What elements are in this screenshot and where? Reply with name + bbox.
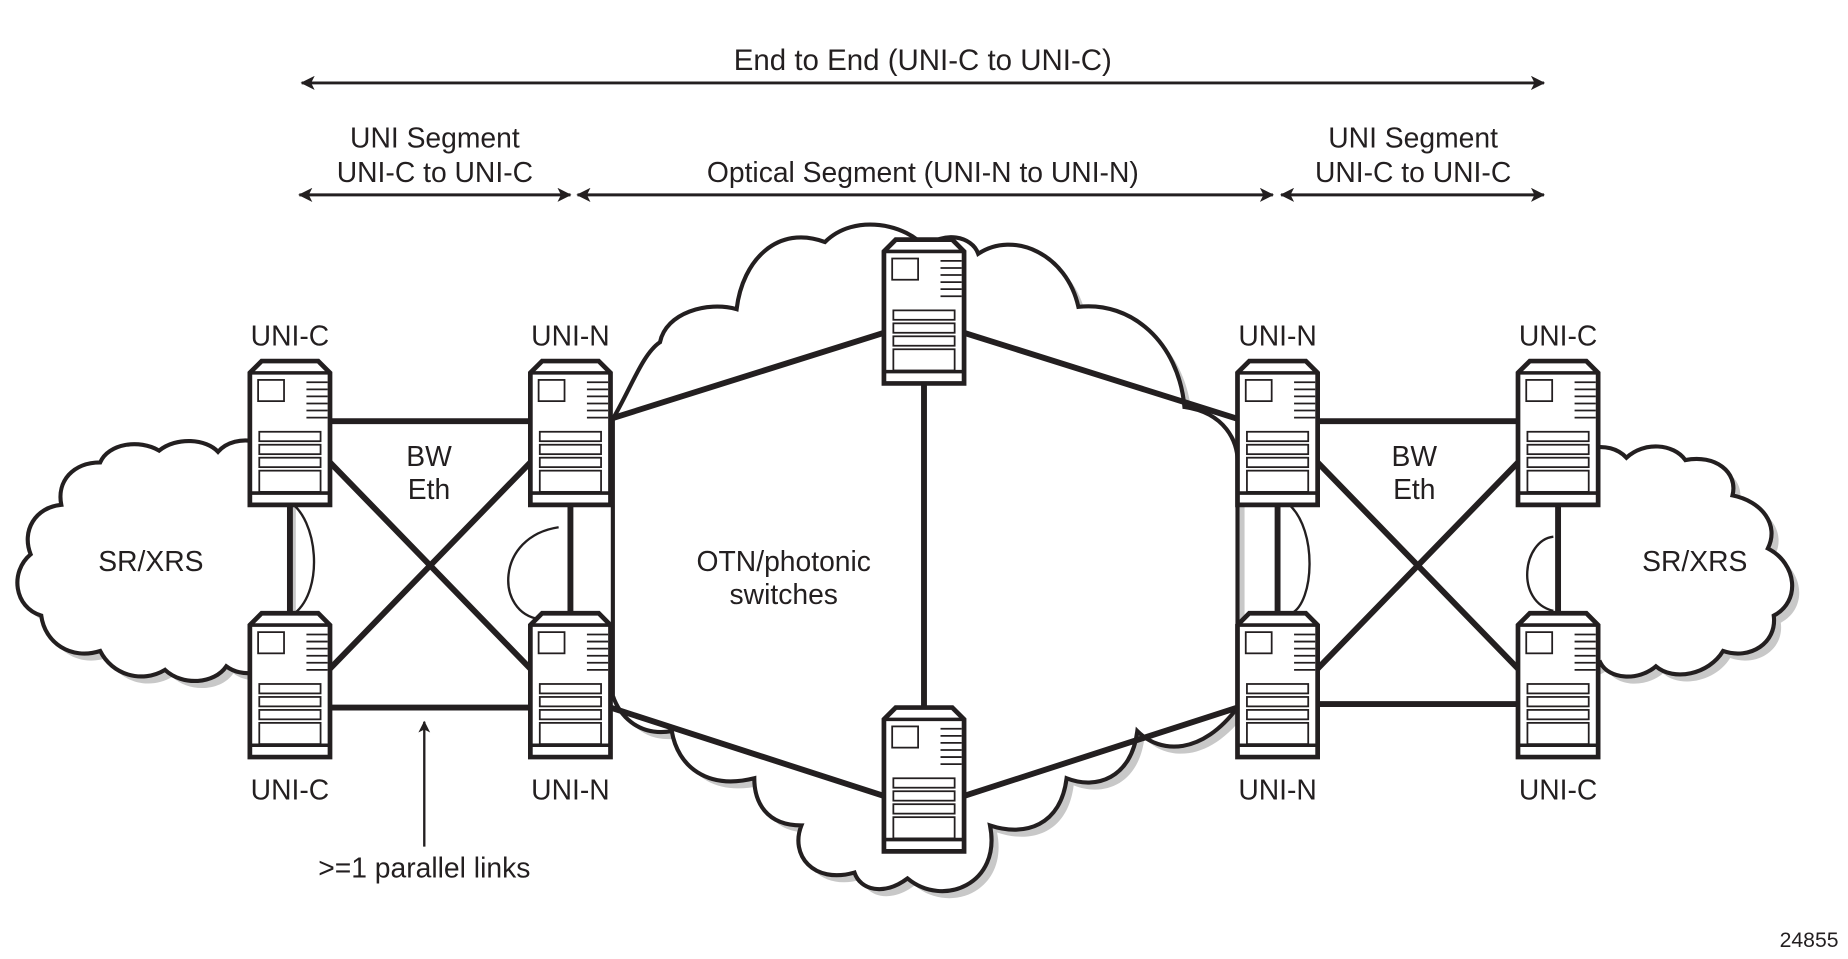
link	[1315, 460, 1521, 671]
right-sr-xrs-cloud: SR/XRS	[1526, 444, 1800, 684]
node-label: UNI-C	[251, 773, 330, 805]
left-bw-label: BW	[406, 440, 452, 472]
end-to-end-label: End to End (UNI-C to UNI-C)	[734, 44, 1112, 77]
node-label: UNI-C	[1519, 773, 1598, 805]
right-cloud-label: SR/XRS	[1642, 545, 1747, 577]
node-left-bottom-uni-n[interactable]: UNI-N	[530, 613, 610, 805]
link	[963, 704, 1239, 799]
node-label: UNI-N	[531, 320, 610, 352]
node-label: UNI-N	[1238, 773, 1317, 805]
link	[609, 329, 885, 422]
left-uni-segment-span: UNI Segment UNI-C to UNI-C	[298, 122, 572, 202]
link	[327, 460, 533, 671]
node-left-bottom-uni-c[interactable]: UNI-C	[250, 613, 330, 805]
node-label: UNI-C	[251, 320, 330, 352]
cloud-icon	[1556, 444, 1795, 679]
node-left-top-uni-c[interactable]: UNI-C	[250, 320, 330, 505]
link	[963, 329, 1239, 422]
server-icon	[1518, 613, 1598, 757]
server-icon	[1238, 613, 1318, 757]
server-icon	[250, 361, 330, 505]
otn-photonic-cloud: OTN/photonic switches	[610, 222, 1245, 899]
figure-id: 24855	[1780, 929, 1839, 952]
right-uni-segment-label-2: UNI-C to UNI-C	[1315, 156, 1511, 188]
cloud-icon	[15, 438, 291, 684]
left-uni-segment-label-2: UNI-C to UNI-C	[337, 156, 533, 188]
left-sr-xrs-cloud: SR/XRS	[15, 438, 316, 689]
server-icon	[530, 361, 610, 505]
parallel-links-label: >=1 parallel links	[318, 851, 530, 883]
end-to-end-span: End to End (UNI-C to UNI-C)	[300, 44, 1546, 90]
center-cloud-label-1: OTN/photonic	[697, 545, 871, 577]
node-right-top-uni-n[interactable]: UNI-N	[1238, 320, 1318, 505]
left-cloud-label: SR/XRS	[98, 545, 203, 577]
server-icon	[1238, 361, 1318, 505]
server-icon	[250, 613, 330, 757]
node-core-top-switch[interactable]	[884, 240, 964, 384]
optical-segment-label: Optical Segment (UNI-N to UNI-N)	[707, 156, 1139, 188]
link	[609, 704, 885, 799]
right-uni-segment-label-1: UNI Segment	[1328, 122, 1498, 154]
optical-segment-span: Optical Segment (UNI-N to UNI-N)	[576, 156, 1275, 202]
right-bw-label: BW	[1392, 440, 1438, 472]
node-core-bottom-switch[interactable]	[884, 708, 964, 852]
node-left-top-uni-n[interactable]: UNI-N	[530, 320, 610, 505]
node-right-top-uni-c[interactable]: UNI-C	[1518, 320, 1598, 505]
node-label: UNI-C	[1519, 320, 1598, 352]
right-eth-label: Eth	[1393, 473, 1435, 505]
server-icon	[530, 613, 610, 757]
parallel-links-annotation: >=1 parallel links	[318, 720, 530, 883]
node-label: UNI-N	[531, 773, 610, 805]
right-uni-segment-span: UNI Segment UNI-C to UNI-C	[1279, 122, 1546, 202]
links	[286, 329, 1562, 799]
center-cloud-label-2: switches	[730, 578, 838, 610]
left-uni-segment-label-1: UNI Segment	[350, 122, 520, 154]
node-right-bottom-uni-c[interactable]: UNI-C	[1518, 613, 1598, 805]
node-label: UNI-N	[1238, 320, 1317, 352]
server-icon	[1518, 361, 1598, 505]
node-right-bottom-uni-n[interactable]: UNI-N	[1238, 613, 1318, 805]
left-eth-label: Eth	[408, 473, 450, 505]
server-icon	[884, 240, 964, 384]
server-icon	[884, 708, 964, 852]
